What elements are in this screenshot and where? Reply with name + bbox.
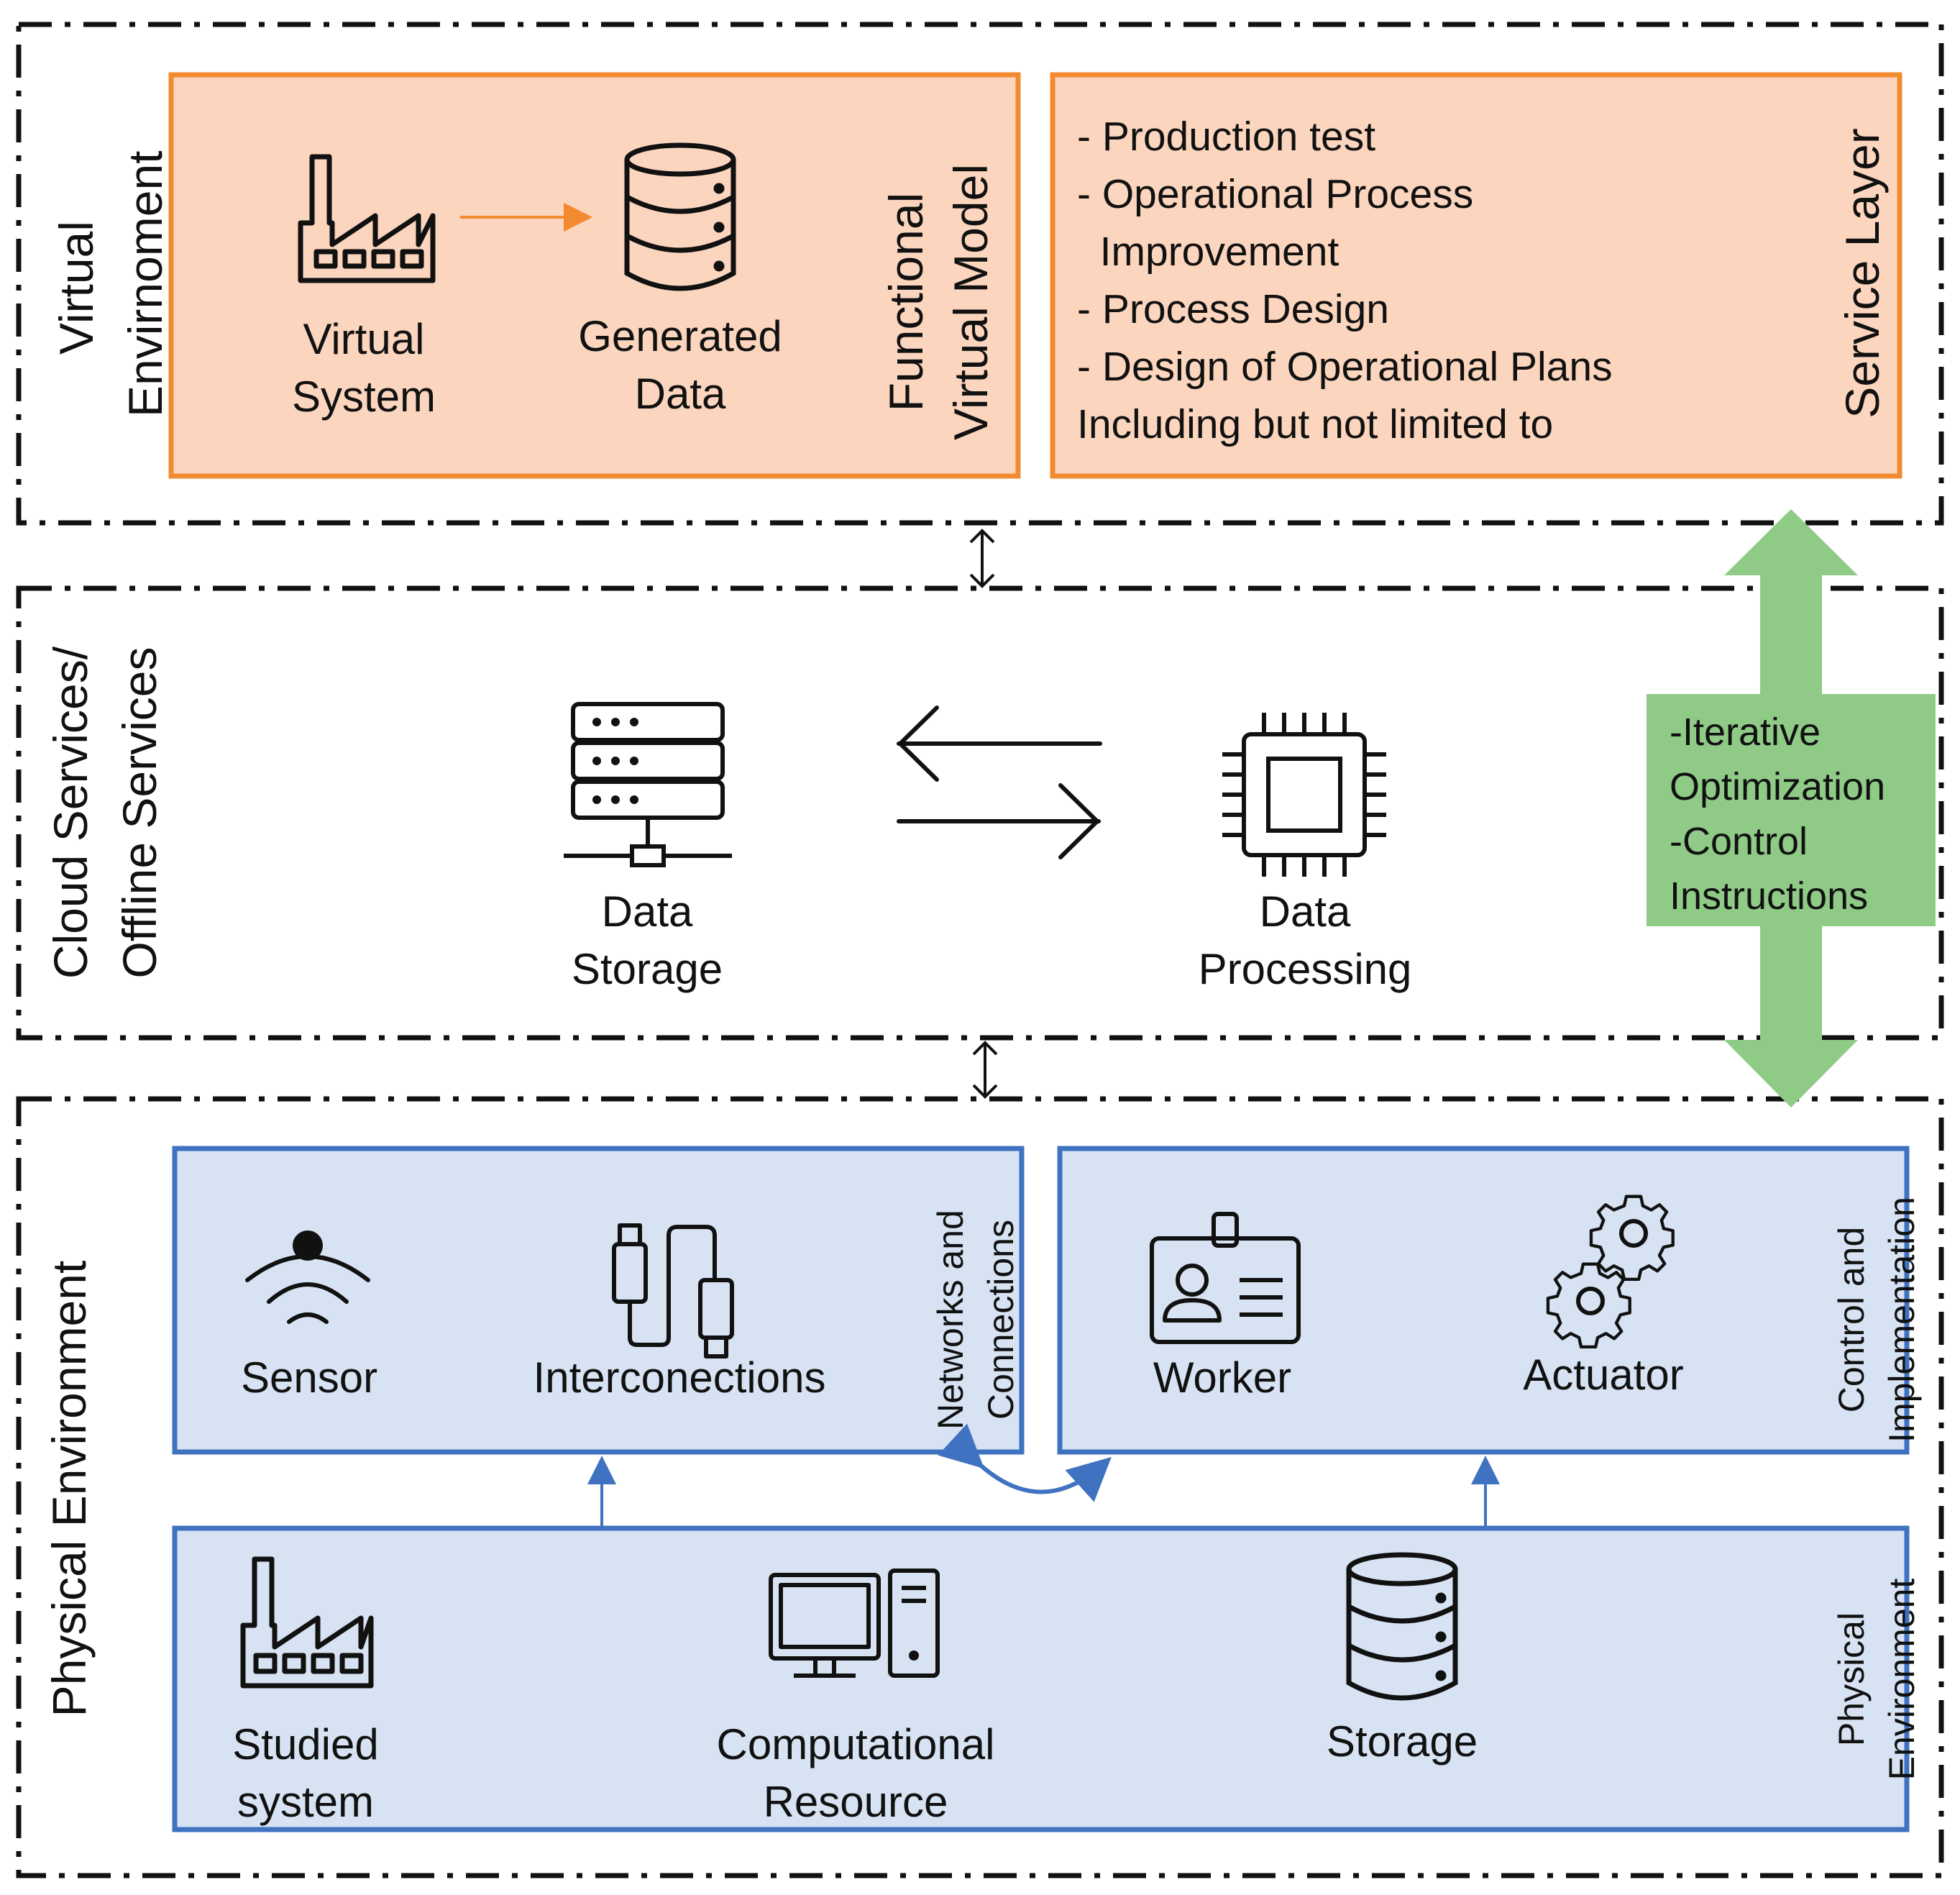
actuator-label: Actuator (1523, 1351, 1684, 1399)
sensor-icon (245, 1230, 370, 1324)
studied-system-factory-icon (240, 1556, 374, 1689)
physical-environment-title: Physical Environment (42, 1260, 96, 1717)
storage-label: Storage (1326, 1717, 1478, 1766)
processor-icon (1222, 713, 1386, 877)
storage-database-icon (1346, 1552, 1458, 1701)
feedback-text: -Iterative Optimization -Control Instruc… (1670, 711, 1886, 918)
interconnections-label: Interconections (533, 1353, 826, 1402)
arrow-virtual-cloud (969, 529, 995, 588)
control-title: Control and Implementation (1831, 1197, 1922, 1443)
service-layer-title: Service Layer (1836, 128, 1889, 419)
worker-label: Worker (1153, 1353, 1292, 1402)
service-item-production-test: - Production test (1077, 114, 1376, 160)
service-item-improvement: Improvement (1077, 229, 1340, 275)
data-storage-label: Data Storage (571, 887, 723, 993)
physical-box (172, 1525, 1910, 1832)
data-processing-label: Data Processing (1198, 887, 1412, 993)
server-icon (564, 702, 732, 867)
feedback-double-arrow (1647, 509, 1936, 1108)
networks-title: Networks and Connections (930, 1210, 1021, 1430)
arrow-cloud-physical (972, 1041, 998, 1099)
cloud-services-frame (16, 585, 1944, 1041)
virtual-system-label: Virtual System (291, 315, 436, 421)
physical-box-title: Physical Environment (1831, 1578, 1922, 1781)
virtual-environment-title: Virtual Envirnoment (50, 150, 172, 417)
computer-icon (769, 1568, 940, 1678)
physical-environment-frame (16, 1096, 1944, 1878)
generated-data-label: Generated Data (578, 312, 782, 418)
networks-box (172, 1146, 1025, 1455)
functional-virtual-model-title: Functional Virtual Model (879, 164, 997, 440)
cable-icon (612, 1223, 734, 1359)
arrow-networks-control-curve (938, 1423, 1112, 1502)
service-item-including: Including but not limited to (1077, 401, 1554, 447)
sensor-label: Sensor (240, 1353, 378, 1402)
studied-system-label: Studied system (232, 1720, 379, 1826)
generated-data-database-icon (624, 142, 736, 291)
gears-icon (1546, 1195, 1675, 1349)
virtual-environment-frame (16, 22, 1944, 526)
service-item-operational-plans: - Design of Operational Plans (1077, 344, 1613, 390)
service-layer-list: - Production test - Operational Process … (1077, 108, 1613, 453)
functional-virtual-model-box (168, 72, 1021, 479)
service-item-operational-process: - Operational Process (1077, 171, 1474, 217)
factory-icon (298, 154, 436, 283)
cloud-services-title: Cloud Services/ Offline Services (44, 646, 166, 980)
service-layer-box (1050, 72, 1902, 479)
worker-badge-icon (1150, 1212, 1301, 1344)
exchange-arrows (897, 706, 1102, 859)
computational-resource-label: Computational Resource (716, 1720, 995, 1826)
service-item-process-design: - Process Design (1077, 286, 1389, 332)
